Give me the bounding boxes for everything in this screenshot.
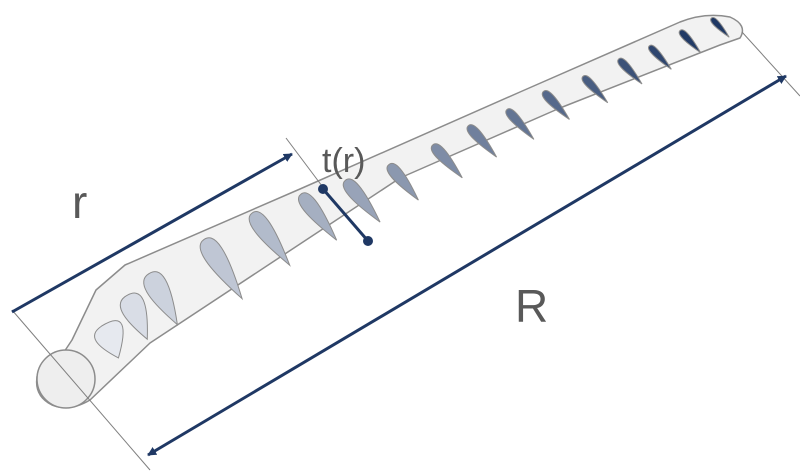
label-R: R <box>515 280 548 332</box>
arrow-R <box>147 74 787 457</box>
label-r: r <box>72 176 87 228</box>
label-t-of-r: t(r) <box>322 142 365 180</box>
extension-line-r <box>285 137 323 187</box>
root-circle <box>36 349 96 409</box>
thickness-point-top <box>318 184 328 194</box>
thickness-marker <box>321 188 370 242</box>
airfoil-section-16 <box>678 29 702 54</box>
airfoil-section-1 <box>94 320 124 359</box>
thickness-point-bottom <box>363 236 373 246</box>
airfoil-section-17 <box>710 17 730 38</box>
extension-line-tip <box>741 31 800 97</box>
extension-line-root <box>11 309 151 471</box>
airfoil-section-15 <box>648 44 672 70</box>
